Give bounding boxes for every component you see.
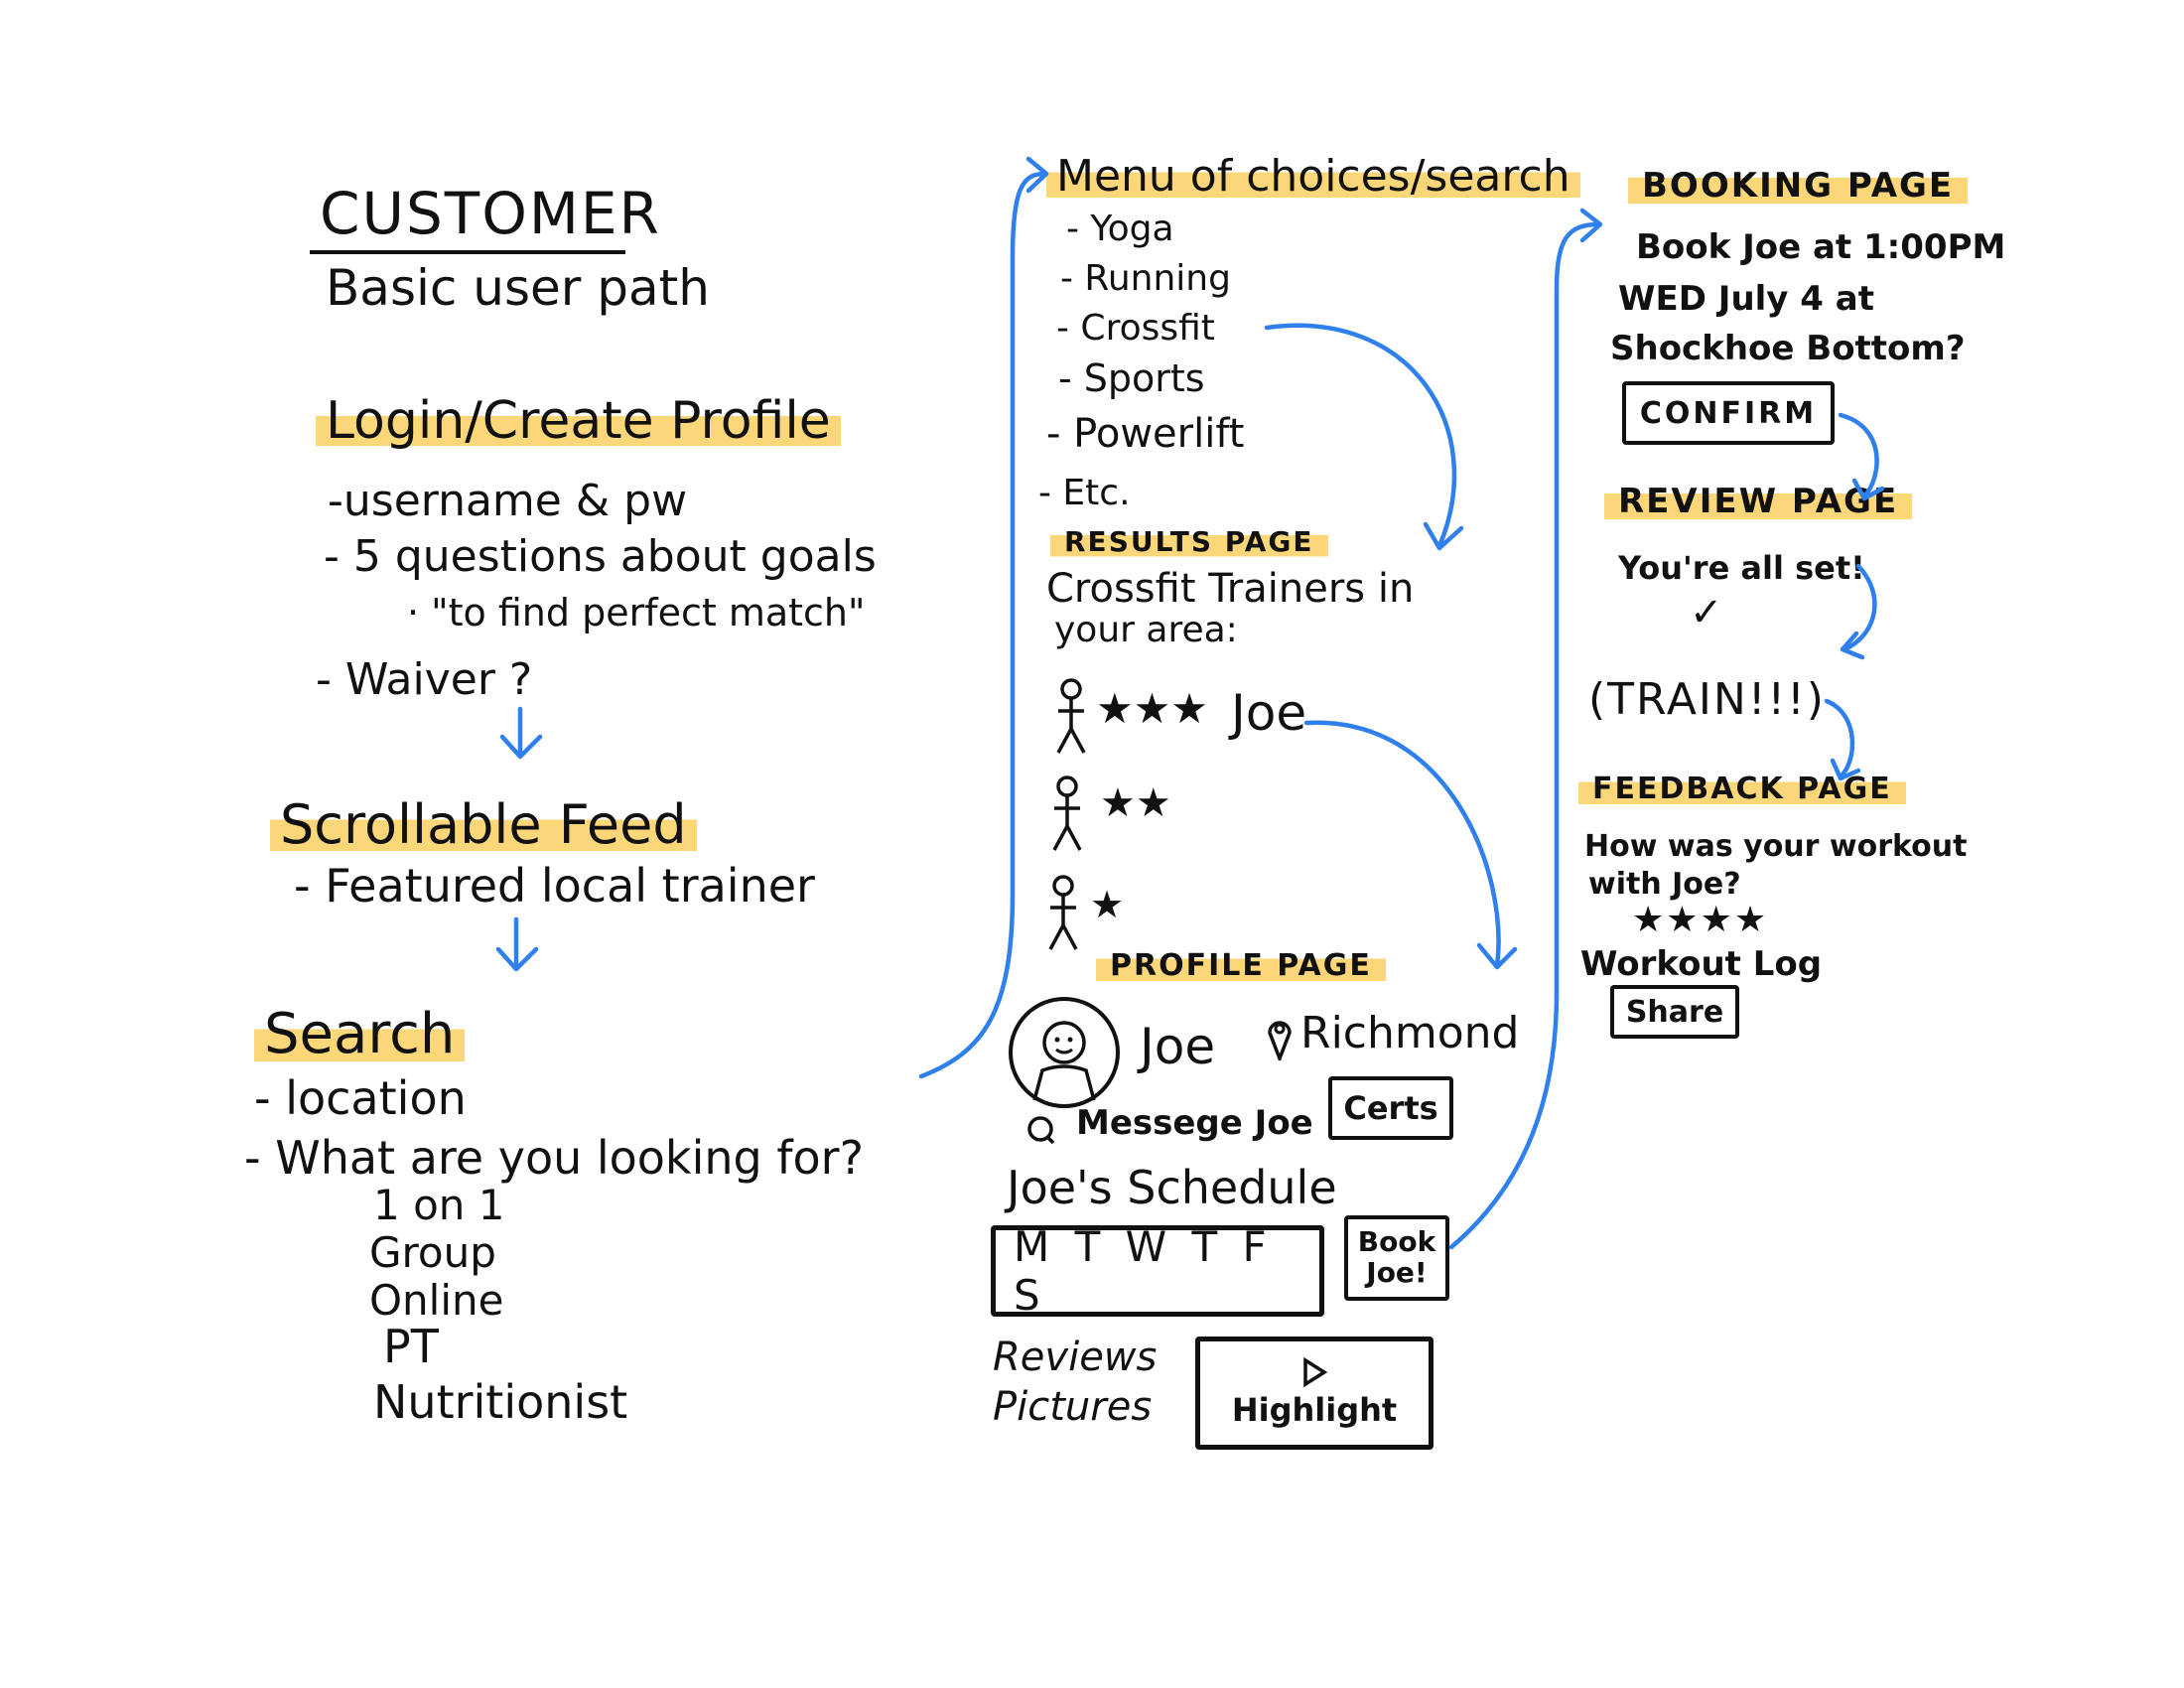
- highlight-video[interactable]: Highlight: [1195, 1336, 1433, 1450]
- schedule-label: Joe's Schedule: [1007, 1161, 1337, 1214]
- arrow-down-icon: [495, 916, 539, 972]
- login-heading: Login/Create Profile: [316, 391, 841, 452]
- confirm-button[interactable]: CONFIRM: [1622, 381, 1835, 445]
- feedback-question: with Joe?: [1588, 867, 1741, 902]
- arrow-connector-icon: [1448, 208, 1603, 1250]
- feed-item: - Featured local trainer: [294, 859, 815, 913]
- play-icon: [1303, 1357, 1328, 1387]
- trainer-name: Joe: [1231, 684, 1307, 742]
- login-item: -username & pw: [328, 476, 688, 526]
- train-label: (TRAIN!!!): [1588, 674, 1826, 725]
- booking-line: WED July 4 at: [1618, 279, 1874, 319]
- search-item: - What are you looking for?: [244, 1131, 864, 1185]
- workout-log-link[interactable]: Workout Log: [1580, 944, 1823, 984]
- results-subtitle: Crossfit Trainers in: [1046, 566, 1415, 612]
- customer-title-underline: [310, 250, 625, 254]
- search-heading: Search: [254, 1002, 466, 1066]
- stick-figure-icon: [1048, 875, 1078, 950]
- chat-bubble-icon: [1027, 1116, 1055, 1145]
- login-item: - Waiver ?: [316, 654, 533, 705]
- schedule-days-bar[interactable]: M T W T F S: [991, 1222, 1324, 1320]
- review-heading: REVIEW PAGE: [1604, 482, 1913, 521]
- checkmark-icon: ✓: [1690, 590, 1723, 635]
- arrow-connector-icon: [1264, 323, 1464, 551]
- rating-stars: ★★★: [1096, 684, 1208, 733]
- search-option: PT: [383, 1320, 439, 1373]
- profile-name: Joe: [1140, 1018, 1216, 1075]
- search-option: Group: [369, 1228, 496, 1277]
- menu-heading: Menu of choices/search: [1046, 151, 1580, 203]
- menu-item-crossfit: - Crossfit: [1056, 308, 1215, 349]
- login-item: · "to find perfect match": [407, 591, 866, 634]
- feedback-heading: FEEDBACK PAGE: [1578, 772, 1906, 807]
- book-trainer-button[interactable]: Book Joe!: [1344, 1215, 1449, 1301]
- customer-title: CUSTOMER: [320, 180, 661, 247]
- arrow-connector-icon: [1824, 698, 1861, 781]
- search-option: Online: [369, 1276, 504, 1325]
- feedback-question: How was your workout: [1584, 829, 1968, 864]
- share-button[interactable]: Share: [1610, 985, 1739, 1039]
- reviews-link[interactable]: Reviews: [993, 1335, 1158, 1380]
- menu-item-sports: - Sports: [1058, 356, 1205, 400]
- search-option: 1 on 1: [373, 1181, 505, 1229]
- menu-item-yoga: - Yoga: [1066, 209, 1174, 249]
- results-heading: RESULTS PAGE: [1050, 525, 1328, 558]
- menu-item-etc: - Etc.: [1038, 473, 1131, 513]
- review-message: You're all set!: [1618, 549, 1865, 587]
- search-item: - location: [254, 1071, 467, 1125]
- profile-location: Richmond: [1300, 1008, 1520, 1058]
- profile-heading: PROFILE PAGE: [1096, 948, 1386, 984]
- arrow-down-icon: [499, 706, 543, 760]
- search-option: Nutritionist: [373, 1375, 628, 1429]
- menu-item-running: - Running: [1060, 258, 1231, 299]
- stick-figure-icon: [1052, 775, 1082, 851]
- results-subtitle: your area:: [1054, 610, 1238, 650]
- rating-stars: ★★: [1100, 780, 1171, 826]
- message-trainer-link[interactable]: Messege Joe: [1076, 1103, 1313, 1143]
- avatar: [1009, 997, 1120, 1108]
- location-pin-icon: [1268, 1021, 1292, 1060]
- certs-button[interactable]: Certs: [1328, 1076, 1453, 1140]
- feedback-rating-stars[interactable]: ★★★★: [1632, 900, 1769, 940]
- feed-heading: Scrollable Feed: [270, 793, 697, 856]
- booking-line: Book Joe at 1:00PM: [1636, 227, 2006, 267]
- arrow-connector-icon: [918, 156, 1049, 1079]
- booking-heading: BOOKING PAGE: [1628, 166, 1969, 206]
- rating-stars: ★: [1090, 883, 1125, 926]
- login-item: - 5 questions about goals: [324, 531, 877, 582]
- pictures-link[interactable]: Pictures: [993, 1384, 1153, 1430]
- stick-figure-icon: [1056, 678, 1086, 754]
- menu-item-powerlift: - Powerlift: [1046, 411, 1245, 457]
- booking-line: Shockhoe Bottom?: [1610, 329, 1966, 368]
- customer-subtitle: Basic user path: [326, 259, 710, 317]
- arrow-connector-icon: [1303, 720, 1518, 970]
